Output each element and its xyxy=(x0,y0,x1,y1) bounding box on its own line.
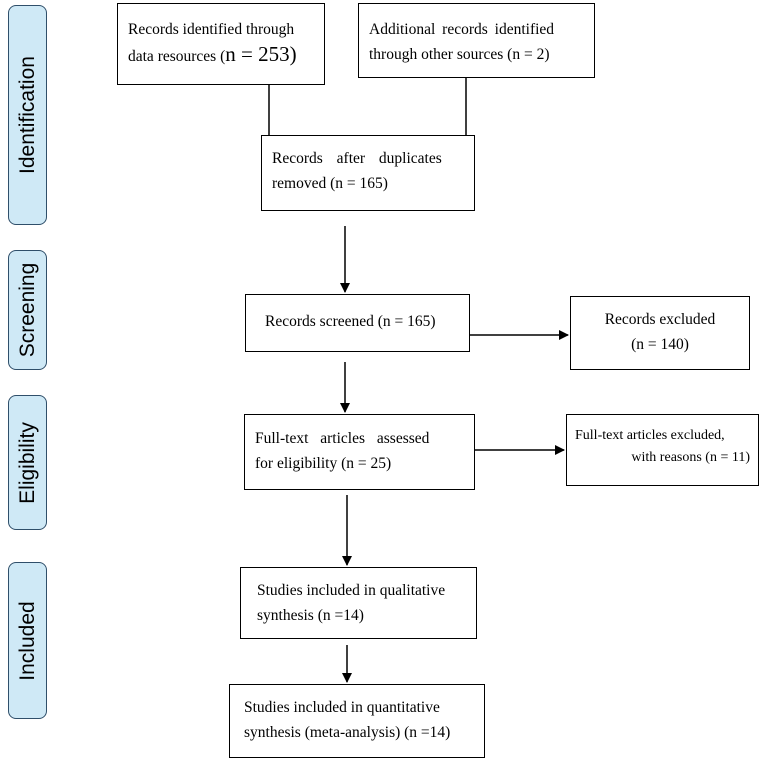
qualitative-line1: Studies included in qualitative xyxy=(257,582,446,599)
quantitative-line2: synthesis (meta-analysis) (n =14) xyxy=(244,724,451,741)
records-identified-line1: Records identified through xyxy=(128,21,295,38)
after-duplicates-line2: removed (n = 165) xyxy=(272,175,388,192)
box-qualitative-synthesis: Studies included in qualitative synthesi… xyxy=(240,567,477,639)
records-identified-count: n = 253 xyxy=(225,42,290,66)
after-duplicates-line1: Records after duplicates xyxy=(272,150,442,167)
box-fulltext-assessed: Full-text articles assessed for eligibil… xyxy=(244,414,475,490)
phase-eligibility: Eligibility xyxy=(8,395,47,530)
additional-records-line1: Additional records identified xyxy=(369,21,555,38)
box-records-screened: Records screened (n = 165) xyxy=(245,294,470,352)
records-identified-line2-pre: data resources ( xyxy=(128,48,226,65)
phase-screening: Screening xyxy=(8,250,47,370)
phase-included: Included xyxy=(8,562,47,719)
box-quantitative-synthesis: Studies included in quantitative synthes… xyxy=(229,684,485,758)
records-identified-line2-post: ) xyxy=(289,42,297,66)
fulltext-excluded-line2: with reasons (n = 11) xyxy=(631,450,750,465)
phase-identification: Identification xyxy=(8,5,47,225)
box-records-excluded: Records excluded (n = 140) xyxy=(570,296,750,370)
box-records-identified: Records identified through data resource… xyxy=(117,3,325,85)
additional-records-line2: through other sources (n = 2) xyxy=(369,46,550,63)
records-screened-line1: Records screened (n = 165) xyxy=(265,313,436,330)
fulltext-assessed-line2: for eligibility (n = 25) xyxy=(255,455,392,472)
qualitative-line2: synthesis (n =14) xyxy=(257,607,364,624)
box-additional-records: Additional records identified through ot… xyxy=(358,3,595,78)
records-identified-line2: data resources (n = 253) xyxy=(128,42,314,69)
records-excluded-line2: (n = 140) xyxy=(631,336,689,353)
quantitative-line1: Studies included in quantitative xyxy=(244,699,440,716)
records-excluded-line1: Records excluded xyxy=(604,311,716,328)
box-fulltext-excluded: Full-text articles excluded, with reason… xyxy=(566,414,759,486)
fulltext-assessed-line1: Full-text articles assessed xyxy=(255,430,430,447)
box-after-duplicates: Records after duplicates removed (n = 16… xyxy=(261,135,475,211)
fulltext-excluded-line1: Full-text articles excluded, xyxy=(575,428,725,443)
